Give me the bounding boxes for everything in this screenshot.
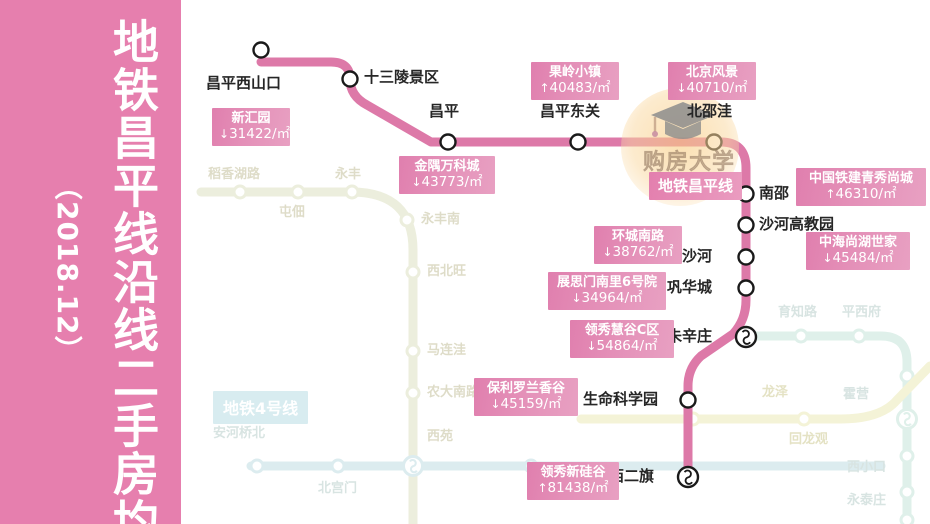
price-tag-name: 金隅万科城 [414,159,480,174]
bg-station-label-pingxifu: 平西府 [842,305,882,320]
station-label-gonghuacheng[interactable]: 巩华城 [667,278,713,296]
title-panel: 地铁昌平线沿线二手房均价 （2018.12） [0,0,181,524]
price-tag-name: 领秀慧谷C区 [584,323,660,338]
bg-station-label-xibeiwang: 西北旺 [427,264,467,279]
station-label-shengming-kexueyuan[interactable]: 生命科学园 [583,390,659,408]
price-tag-value: ↓34964/㎡ [571,290,643,306]
price-tag-value: ↓38762/㎡ [602,244,674,260]
station-label-shahe-gaojiaoyuan[interactable]: 沙河高教园 [759,215,835,233]
bg-station-label-yongfengnan: 永丰南 [421,212,461,227]
bg-station-label-yongtaizhuang: 永泰庄 [847,493,887,508]
metro-line-graphics [196,41,930,524]
bg-station-label-xiyuan: 西苑 [427,429,454,444]
bg-station-label-nongdananlu: 农大南路 [427,385,480,400]
bg-station-label-huoying: 霍营 [843,387,870,402]
price-tag-name: 果岭小镇 [548,65,601,80]
price-tag-name: 北京风景 [685,65,738,80]
bg-station-label-anheqiaobei: 安河桥北 [213,426,266,441]
page-subtitle: （2018.12） [51,172,84,365]
bg-station-label-yongfeng: 永丰 [335,167,362,182]
price-tag-name: 环城南路 [611,229,664,244]
bg-station-label-xixiaokou: 西小口 [847,460,887,475]
price-tag-name: 新汇园 [231,111,271,126]
price-tag-zhansimen-nanli-6haoyuan[interactable]: 展思门南里6号院 ↓34964/㎡ [548,272,666,310]
price-tag-value: ↓31422/㎡ [219,126,291,142]
price-tag-value: ↓45159/㎡ [490,396,562,412]
price-tag-value: ↑40483/㎡ [539,80,611,96]
bg-station-label-malianwa: 马连洼 [427,343,467,358]
price-tag-lingxiu-xinguigu[interactable]: 领秀新硅谷 ↑81438/㎡ [527,462,619,500]
price-tag-name: 中海尚湖世家 [818,235,897,250]
price-tag-xinhuiyuan[interactable]: 新汇园 ↓31422/㎡ [212,108,290,146]
price-tag-value: ↓54864/㎡ [586,338,658,354]
price-tag-beijing-fengjing[interactable]: 北京风景 ↓40710/㎡ [668,62,756,100]
price-tag-guoling-xiaozhen[interactable]: 果岭小镇 ↑40483/㎡ [531,62,619,100]
background-line-8 [736,328,918,524]
price-tag-name: 领秀新硅谷 [540,465,606,480]
station-label-shisanling-jingqu[interactable]: 十三陵景区 [364,68,440,86]
price-tag-value: ↓40710/㎡ [676,80,748,96]
price-tag-name: 中国铁建青秀尚城 [808,171,913,186]
price-tag-name: 展思门南里6号院 [556,275,658,290]
price-tag-baoli-luolan-xianggu[interactable]: 保利罗兰香谷 ↓45159/㎡ [474,378,578,416]
price-tag-value: ↓43773/㎡ [411,174,483,190]
station-label-zhuxinzhuang[interactable]: 朱辛庄 [667,327,713,345]
metro-map: 购房大学 地铁昌平线 稻香湖路 屯佃 永丰 永丰南 西北旺 马连洼 农大南路 西… [181,0,930,524]
bg-station-label-tundian: 屯佃 [279,205,306,220]
station-label-changping-xishankou[interactable]: 昌平西山口 [206,74,282,92]
price-tag-value: ↓45484/㎡ [822,250,894,266]
price-tag-huancheng-nanlu[interactable]: 环城南路 ↓38762/㎡ [594,226,682,264]
price-tag-value: ↑46310/㎡ [825,186,897,202]
station-label-nanshao[interactable]: 南邵 [759,184,790,202]
bg-station-label-yuzhilu: 育知路 [778,305,818,320]
price-tag-value: ↑81438/㎡ [537,480,609,496]
station-label-shahe[interactable]: 沙河 [682,247,713,265]
page-title: 地铁昌平线沿线二手房均价 [106,18,160,524]
bg-station-label-huilongguan: 回龙观 [789,432,829,447]
station-label-beishaowa[interactable]: 北邵洼 [687,102,733,120]
price-tag-lingxiu-huigu-cqu[interactable]: 领秀慧谷C区 ↓54864/㎡ [570,320,674,358]
bg-station-label-daoxianghulu: 稻香湖路 [208,167,261,182]
bg-station-label-beigongmen: 北宫门 [318,481,358,496]
background-line-16 [196,184,421,524]
price-tag-zhonghai-shanghu-shijia[interactable]: 中海尚湖世家 ↓45484/㎡ [806,232,910,270]
price-tag-name: 保利罗兰香谷 [486,381,565,396]
price-tag-jinyu-wankecheng[interactable]: 金隅万科城 ↓43773/㎡ [399,156,495,194]
bg-station-label-longze: 龙泽 [762,385,789,400]
line-4-badge: 地铁4号线 [213,391,309,424]
station-label-changping-dongguan[interactable]: 昌平东关 [540,102,601,120]
station-label-changping[interactable]: 昌平 [429,102,460,120]
station-label-xierqi[interactable]: 西二旗 [609,467,655,485]
price-tag-zhongguo-tiejian-qingxiu-shangcheng[interactable]: 中国铁建青秀尚城 ↑46310/㎡ [796,168,926,206]
